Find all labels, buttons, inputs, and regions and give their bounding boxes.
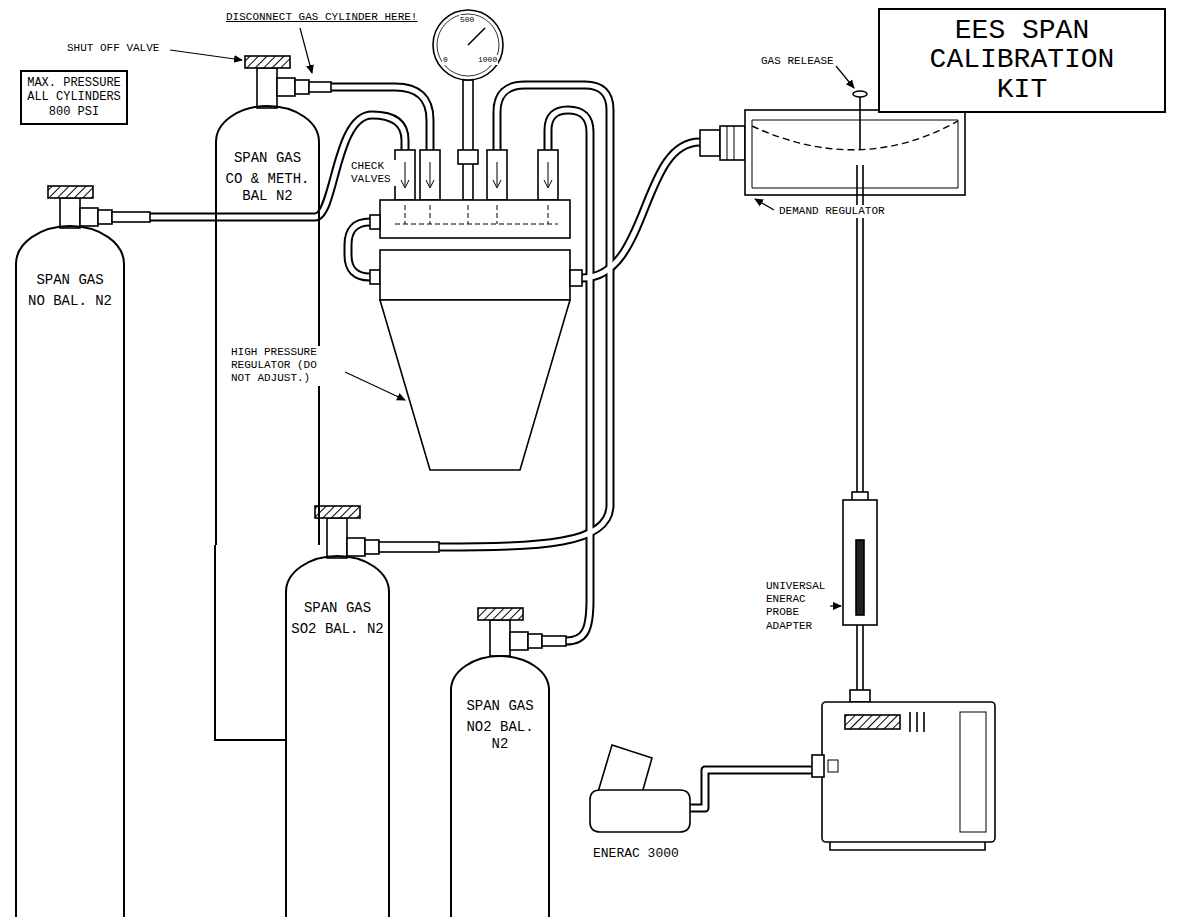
gas-mixture: CO & METH. BAL N2 [221, 171, 314, 205]
part-label: GAS RELEASE [760, 55, 835, 68]
title-box: EES SPAN CALIBRATION KIT [878, 8, 1166, 113]
gas-cylinder: SPAN GAS NO BAL. N2 [15, 225, 125, 917]
handheld-unit [590, 745, 690, 832]
cylinder-heading: SPAN GAS [291, 600, 384, 617]
instruction-note: DISCONNECT GAS CYLINDER HERE! [225, 11, 418, 24]
enerac-analyzer [812, 702, 995, 850]
title: EES SPAN CALIBRATION KIT [917, 16, 1127, 104]
note-box: MAX. PRESSURE ALL CYLINDERS 800 PSI [20, 70, 128, 125]
cylinder-heading: SPAN GAS [21, 272, 119, 289]
note-text: MAX. PRESSURE ALL CYLINDERS 800 PSI [24, 76, 124, 119]
gas-mixture: NO BAL. N2 [21, 293, 119, 310]
high-pressure-regulator [380, 250, 582, 470]
cylinder-outline [215, 545, 285, 740]
cylinder-outline [451, 656, 549, 917]
part-label: UNIVERSAL ENERAC PROBE ADAPTER [765, 580, 829, 633]
part-label: SHUT OFF VALVE [66, 42, 160, 55]
hose [150, 85, 812, 808]
cylinder-outline [286, 556, 389, 917]
probe-adapter [843, 492, 877, 702]
cylinder-heading: SPAN GAS [456, 698, 544, 715]
leader-line [170, 28, 854, 606]
part-label: DEMAND REGULATOR [778, 205, 886, 218]
device-label: ENERAC 3000 [592, 846, 680, 862]
gas-mixture: SO2 BAL. N2 [291, 621, 384, 638]
part-label: HIGH PRESSURE REGULATOR (DO NOT ADJUST.) [230, 346, 344, 386]
cylinder-outline [216, 106, 319, 545]
gauge-scale: 0 [442, 55, 449, 65]
gas-mixture: NO2 BAL. N2 [456, 719, 544, 753]
demand-regulator [700, 91, 965, 500]
part-label: CHECK VALVES [350, 160, 396, 186]
gauge-scale: 500 [459, 15, 475, 25]
gauge-scale: 1000 [477, 55, 498, 65]
cylinder-outline [15, 225, 125, 917]
cylinder-outline [450, 655, 550, 917]
gas-cylinder: SPAN GAS SO2 BAL. N2 [285, 555, 390, 917]
gas-cylinder: SPAN GAS CO & METH. BAL N2 [215, 105, 320, 545]
cylinder-outline [16, 226, 124, 917]
gas-cylinder: SPAN GAS NO2 BAL. N2 [450, 655, 550, 917]
cylinder-heading: SPAN GAS [221, 150, 314, 167]
